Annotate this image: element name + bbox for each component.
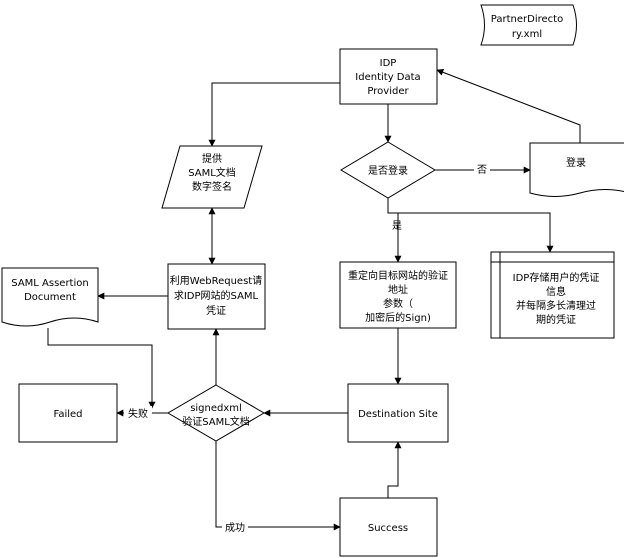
edge-label-fail: 失败 — [128, 407, 148, 420]
node-success: Success — [339, 497, 438, 557]
node-idp-store: IDP存储用户的凭证信息并每隔多长清理过期的凭证 — [490, 251, 615, 339]
node-redirect: 重定向目标网站的验证地址参数（加密后的Sign) — [339, 261, 457, 329]
node-failed: Failed — [18, 383, 118, 443]
edge-label-ok: 成功 — [225, 522, 245, 534]
node-label: 重定向目标网站的验证地址参数（加密后的Sign) — [348, 269, 448, 324]
node-is-logged-in: 是否登录 — [340, 141, 436, 199]
node-login: 登录 — [529, 142, 624, 197]
node-label: 登录 — [566, 156, 586, 169]
node-destination: Destination Site — [347, 383, 449, 443]
edge-label-no: 否 — [477, 164, 487, 176]
node-label: IDP存储用户的凭证信息并每隔多长清理过期的凭证 — [513, 271, 600, 326]
edge-idp-to-provide-saml — [208, 82, 340, 147]
node-label: 是否登录 — [368, 164, 408, 177]
edge-yes-to-idp-store — [398, 212, 554, 253]
edge-ok-to-success — [215, 441, 341, 531]
node-label: Failed — [53, 409, 82, 420]
node-label: Success — [368, 523, 408, 534]
node-label: Destination Site — [358, 409, 438, 420]
edge-login-to-idp — [436, 68, 581, 143]
edge-success-to-destination — [387, 441, 402, 498]
edge-labels: 否 是 失败 成功 — [124, 162, 490, 534]
edge-saml-assertion-to-signedxml — [47, 328, 156, 409]
edge-yes-to-redirect — [387, 198, 402, 263]
edge-label-yes: 是 — [392, 220, 402, 232]
